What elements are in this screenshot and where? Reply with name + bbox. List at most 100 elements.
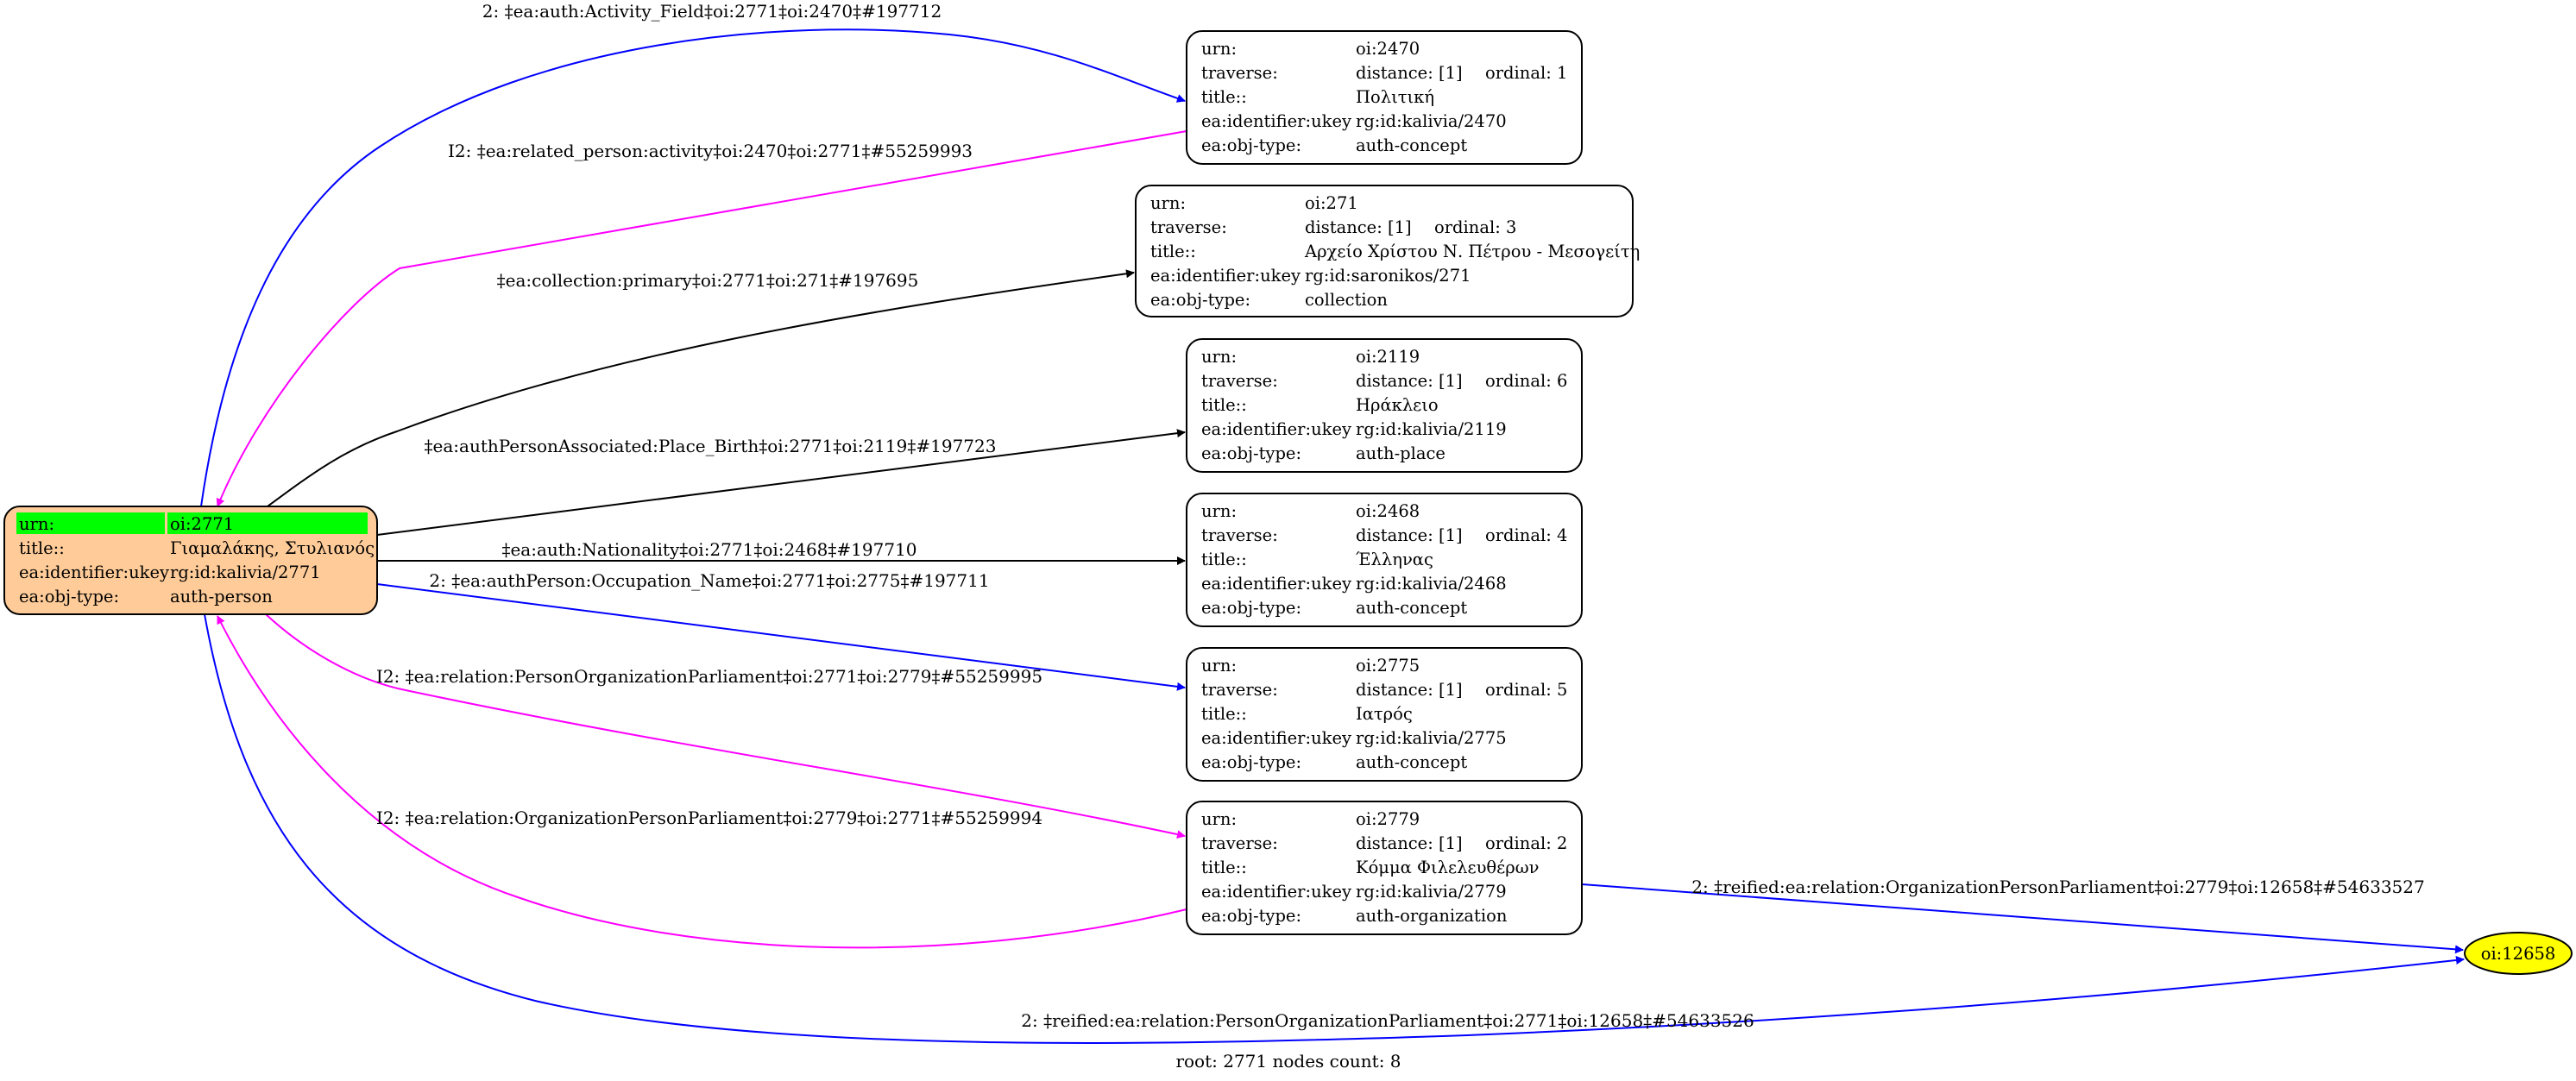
node-row-value-obj-type: auth-concept <box>1356 598 1467 618</box>
node-row-value-title: Ηράκλειο <box>1356 395 1439 415</box>
node-row-key-obj-type: ea:obj-type: <box>1201 906 1301 926</box>
node-row-key-traverse: traverse: <box>1201 833 1278 853</box>
node-row-value-urn: oi:2779 <box>1356 809 1420 829</box>
node-row-value-ordinal: ordinal: 3 <box>1434 217 1516 237</box>
edge-label-person-organization-parliament: I2: ‡ea:relation:PersonOrganizationParli… <box>376 666 1042 687</box>
node-row-value-distance: distance: [1] <box>1356 525 1463 545</box>
node-box[interactable] <box>1186 493 1583 627</box>
node-row-key-urn: urn: <box>1201 347 1237 367</box>
node-row-value-urn: oi:271 <box>1305 193 1358 213</box>
edge-label-collection-primary: ‡ea:collection:primary‡oi:2771‡oi:271‡#1… <box>497 270 919 291</box>
node-row-value-distance: distance: [1] <box>1356 371 1463 391</box>
node-row-value-ordinal: ordinal: 6 <box>1485 371 1567 391</box>
node-row-value-distance: distance: [1] <box>1356 833 1463 853</box>
node-row-value-obj-type: auth-concept <box>1356 752 1467 772</box>
node-row-key-obj-type: ea:obj-type: <box>1201 135 1301 155</box>
node-row-value-ukey: rg:id:saronikos/271 <box>1305 266 1471 286</box>
edge-reified-person-organization-parliament[interactable] <box>204 613 2465 1044</box>
edge-reified-organization-person-parliament[interactable] <box>1581 883 2464 954</box>
node-row-key-traverse: traverse: <box>1201 63 1278 83</box>
node-row-value-title: Ιατρός <box>1356 704 1413 724</box>
edge-activity-field[interactable] <box>200 28 1186 507</box>
node-row-key-ukey: ea:identifier:ukey <box>1201 882 1351 902</box>
edge-labels: 2: ‡ea:auth:Activity_Field‡oi:2771‡oi:24… <box>376 1 2425 1031</box>
node-row-key-obj-type: ea:obj-type: <box>1150 290 1250 310</box>
node-row-value-ordinal: ordinal: 1 <box>1485 63 1567 83</box>
node-row-value-title: Πολιτική <box>1356 87 1434 107</box>
node-row-key-urn: urn: <box>1201 501 1237 521</box>
node-row-key-ukey: ea:identifier:ukey <box>1201 574 1351 594</box>
node-box[interactable] <box>1186 647 1583 782</box>
record-nodes: urn: oi:2470 traverse: distance: [1] ordinal… <box>1135 30 1640 935</box>
node-row-value-ukey: rg:id:kalivia/2119 <box>1356 419 1507 439</box>
node-row-value-urn: oi:2119 <box>1356 347 1420 367</box>
edge-label-place-birth: ‡ea:authPersonAssociated:Place_Birth‡oi:… <box>425 436 997 456</box>
node-row-key-title: title:: <box>1201 704 1247 724</box>
node-row-value-ordinal: ordinal: 4 <box>1485 525 1567 545</box>
edge-label-occupation-name: 2: ‡ea:authPerson:Occupation_Name‡oi:277… <box>429 570 989 591</box>
root-node[interactable]: urn: oi:2771 title:: Γιαμαλάκης, Στυλιαν… <box>3 506 378 615</box>
root-title-key: title:: <box>19 538 65 558</box>
node-row-value-obj-type: auth-organization <box>1356 906 1508 926</box>
node-row-key-title: title:: <box>1201 550 1247 569</box>
node-row-value-obj-type: auth-place <box>1356 443 1445 463</box>
node-oi-2119[interactable]: urn: oi:2119 traverse: distance: [1] ordinal… <box>1186 338 1583 473</box>
root-urn-key: urn: <box>19 514 54 534</box>
node-row-key-traverse: traverse: <box>1201 680 1278 700</box>
node-row-value-urn: oi:2468 <box>1356 501 1420 521</box>
edge-label-nationality: ‡ea:auth:Nationality‡oi:2771‡oi:2468‡#19… <box>501 539 916 560</box>
node-row-key-ukey: ea:identifier:ukey <box>1201 728 1351 748</box>
node-oi-2468[interactable]: urn: oi:2468 traverse: distance: [1] ordinal… <box>1186 493 1583 627</box>
ellipse-node-12658[interactable]: oi:12658 <box>2464 932 2573 975</box>
node-box[interactable] <box>1135 185 1634 317</box>
node-row-key-title: title:: <box>1201 395 1247 415</box>
node-box[interactable] <box>1186 338 1583 473</box>
node-row-key-title: title:: <box>1150 242 1196 261</box>
edge-collection-primary[interactable] <box>267 269 1135 507</box>
root-title-value: Γιαμαλάκης, Στυλιανός <box>170 538 375 558</box>
node-row-key-traverse: traverse: <box>1150 217 1227 237</box>
node-row-key-urn: urn: <box>1201 656 1237 676</box>
edge-related-person-activity[interactable] <box>216 130 1187 507</box>
node-row-value-ukey: rg:id:kalivia/2470 <box>1356 111 1507 131</box>
node-row-value-title: Αρχείο Χρίστου Ν. Πέτρου - Μεσογείτη <box>1304 242 1640 261</box>
ellipse-node-label: oi:12658 <box>2481 944 2556 964</box>
edge-label-reified-person-organization-parliament: 2: ‡reified:ea:relation:PersonOrganizati… <box>1021 1010 1754 1031</box>
node-row-value-ukey: rg:id:kalivia/2779 <box>1356 882 1507 902</box>
node-row-key-obj-type: ea:obj-type: <box>1201 598 1301 618</box>
node-row-key-ukey: ea:identifier:ukey <box>1201 419 1351 439</box>
node-box[interactable] <box>1186 30 1583 165</box>
node-row-key-obj-type: ea:obj-type: <box>1201 443 1301 463</box>
node-row-value-ukey: rg:id:kalivia/2775 <box>1356 728 1507 748</box>
node-row-value-urn: oi:2470 <box>1356 39 1420 59</box>
edge-place-birth[interactable] <box>376 429 1186 536</box>
node-row-value-obj-type: collection <box>1305 290 1388 310</box>
node-row-value-distance: distance: [1] <box>1305 217 1412 237</box>
root-urn-value: oi:2771 <box>170 514 234 534</box>
root-objtype-key: ea:obj-type: <box>19 587 119 606</box>
edge-person-organization-parliament[interactable] <box>265 613 1186 839</box>
node-row-key-ukey: ea:identifier:ukey <box>1150 266 1301 286</box>
edge-organization-person-parliament[interactable] <box>217 615 1187 949</box>
node-row-key-ukey: ea:identifier:ukey <box>1201 111 1351 131</box>
node-row-value-title: Κόμμα Φιλελευθέρων <box>1356 858 1540 877</box>
root-urn-value-highlight <box>167 512 368 534</box>
edges <box>200 28 2465 1044</box>
root-objtype-value: auth-person <box>170 587 273 606</box>
edge-label-organization-person-parliament: I2: ‡ea:relation:OrganizationPersonParli… <box>376 808 1042 828</box>
root-ukey-value: rg:id:kalivia/2771 <box>170 562 321 582</box>
ellipse-node-shape[interactable] <box>2464 932 2573 975</box>
node-row-key-traverse: traverse: <box>1201 525 1278 545</box>
root-ukey-key: ea:identifier:ukey <box>19 562 169 582</box>
graph-footer-label: root: 2771 nodes count: 8 <box>1175 1051 1401 1072</box>
node-row-key-urn: urn: <box>1201 809 1237 829</box>
edge-occupation-name[interactable] <box>376 583 1186 691</box>
node-row-key-traverse: traverse: <box>1201 371 1278 391</box>
node-row-value-ukey: rg:id:kalivia/2468 <box>1356 574 1507 594</box>
node-row-value-distance: distance: [1] <box>1356 63 1463 83</box>
node-box[interactable] <box>1186 801 1583 935</box>
